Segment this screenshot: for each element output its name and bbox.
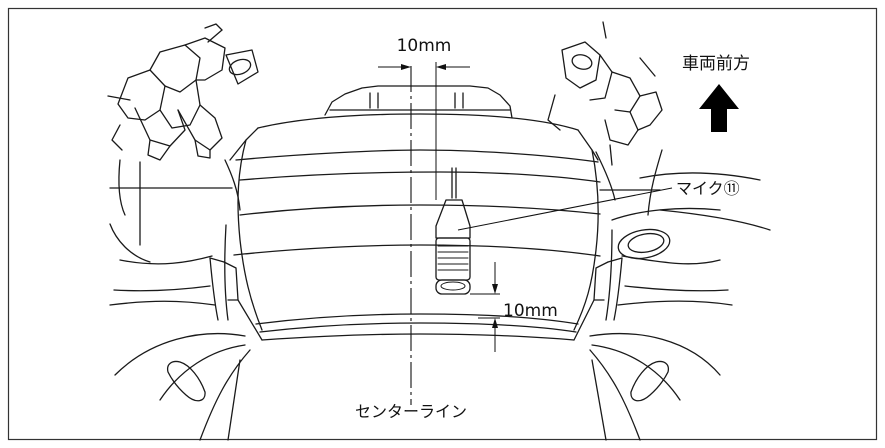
- vehicle-front-arrow: [699, 84, 739, 132]
- bottom-dimension-label: 10mm: [503, 301, 558, 321]
- right-bracket-assembly: [547, 21, 663, 216]
- bottom-dimension: [470, 262, 500, 352]
- tray-body: [224, 113, 613, 341]
- top-center-block: [324, 85, 513, 119]
- microphone-graphic: [435, 167, 471, 295]
- left-lower-frame: [109, 223, 263, 441]
- top-dimension: [378, 62, 470, 200]
- vehicle-front-label: 車両前方: [682, 54, 750, 74]
- left-bracket-assembly: [107, 23, 259, 246]
- microphone-label: マイク⑪: [676, 179, 740, 198]
- center-line-label: センターライン: [355, 402, 467, 421]
- diagram-frame: [7, 7, 878, 441]
- lower-center-lines: [227, 359, 607, 441]
- right-lower-frame: [573, 172, 771, 441]
- top-dimension-label: 10mm: [397, 36, 452, 56]
- microphone-leader: [457, 187, 673, 231]
